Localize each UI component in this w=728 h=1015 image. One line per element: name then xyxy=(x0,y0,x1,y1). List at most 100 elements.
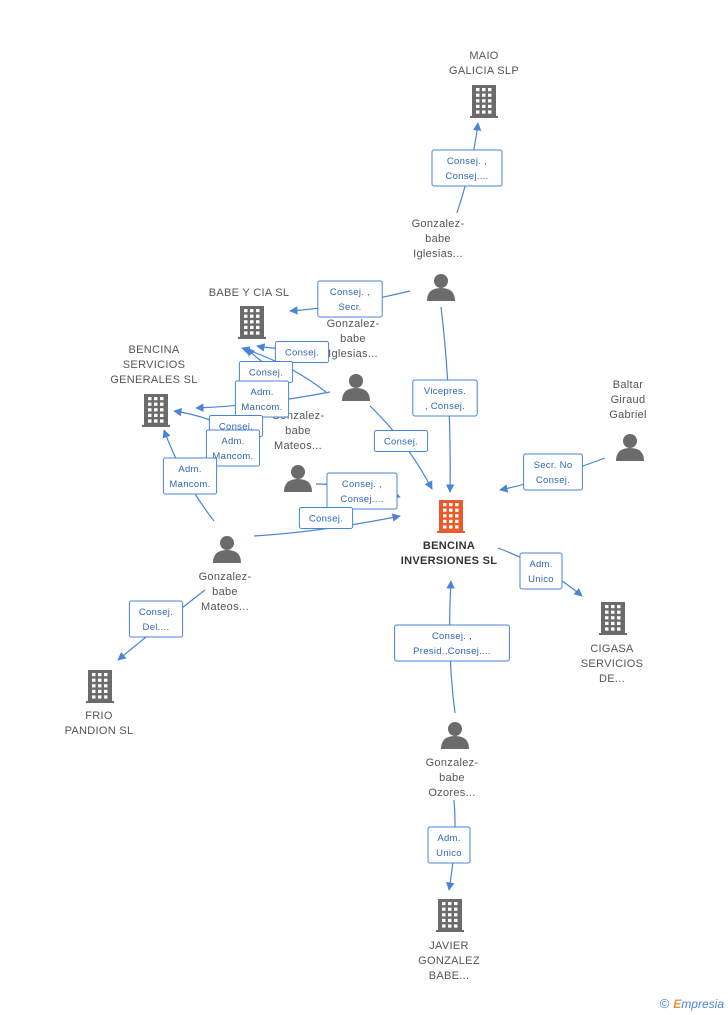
building-window xyxy=(611,616,615,620)
person-head xyxy=(291,465,305,479)
building-window xyxy=(455,519,459,523)
building-window xyxy=(482,88,486,92)
edge-label-text: Consej.... xyxy=(445,171,488,182)
node-label: Mateos... xyxy=(201,601,249,613)
edge-label-box xyxy=(317,280,383,318)
building-window xyxy=(617,616,621,620)
building-window xyxy=(476,104,480,108)
building-window xyxy=(442,907,446,911)
building-window xyxy=(154,413,158,417)
building-window xyxy=(488,104,492,108)
edge-label-text: Mancom. xyxy=(241,402,282,413)
person-node-p_ozores[interactable]: Gonzalez-babeOzores... xyxy=(426,722,479,799)
person-icon xyxy=(427,274,455,301)
node-label: Ozores... xyxy=(428,787,475,799)
node-label: babe xyxy=(212,586,238,598)
node-label: babe xyxy=(439,772,465,784)
edge-label[interactable]: Consej. ,Consej.... xyxy=(326,472,398,510)
building-base xyxy=(437,531,465,533)
company-node-javier[interactable]: JAVIERGONZALEZBABE... xyxy=(418,899,480,982)
edge-label[interactable]: Consej. xyxy=(373,430,429,452)
person-body xyxy=(284,479,312,492)
edge-label-text: Unico xyxy=(528,574,554,585)
edge-label[interactable]: Consej.Del.... xyxy=(128,600,184,638)
building-window xyxy=(482,99,486,103)
building-window xyxy=(160,408,164,412)
building-window xyxy=(443,519,447,523)
company-node-cigasa[interactable]: CIGASASERVICIOSDE... xyxy=(581,602,643,685)
edge-label[interactable]: Consej. xyxy=(274,341,330,363)
edge-label-text: Consej. , xyxy=(432,631,472,642)
building-window xyxy=(148,413,152,417)
node-label: SERVICIOS xyxy=(581,658,643,670)
edge-label[interactable]: Adm.Mancom. xyxy=(162,457,218,495)
person-icon xyxy=(342,374,370,401)
building-window xyxy=(154,419,158,423)
node-label: BABE Y CIA SL xyxy=(209,287,290,299)
building-window xyxy=(148,419,152,423)
edge-label-text: Consej. xyxy=(285,348,319,359)
edge-label[interactable]: Adm.Mancom. xyxy=(205,429,261,467)
building-window xyxy=(488,88,492,92)
building-window xyxy=(256,325,260,329)
edge-labels-layer: Consej. ,Consej....Consej. ,Secr.Vicepre… xyxy=(128,149,583,864)
edge-label[interactable]: Consej. xyxy=(298,507,354,529)
node-label: MAIO xyxy=(469,50,498,62)
node-label: SERVICIOS xyxy=(123,359,185,371)
building-window xyxy=(448,918,452,922)
edge-label-text: Adm. xyxy=(178,464,201,475)
edge-label-text: Presid.,Consej.... xyxy=(413,646,491,657)
edge-label[interactable]: Adm.Unico xyxy=(519,552,563,590)
edge-label[interactable]: Adm.Mancom. xyxy=(234,380,290,418)
building-window xyxy=(455,514,459,518)
person-node-p_mateos2[interactable]: Gonzalez-babeMateos... xyxy=(199,536,252,613)
building-window xyxy=(442,924,446,928)
building-window xyxy=(160,402,164,406)
edge-label-text: , Consej. xyxy=(425,401,465,412)
edge-label[interactable]: Adm.Unico xyxy=(427,826,471,864)
edge-label[interactable]: Consej. ,Secr. xyxy=(317,280,383,318)
building-base xyxy=(470,116,498,118)
building-window xyxy=(442,913,446,917)
building-window xyxy=(92,673,96,677)
person-node-p_mateos1[interactable]: Gonzalez-babeMateos... xyxy=(272,410,325,492)
edge-label-box xyxy=(427,826,471,864)
edge-label-box xyxy=(298,507,354,529)
edge-label-text: Consej. xyxy=(309,514,343,525)
edge-label-box xyxy=(274,341,330,363)
edge-label[interactable]: Consej. , Presid.,Consej.... xyxy=(394,624,510,662)
person-body xyxy=(427,288,455,301)
building-window xyxy=(488,99,492,103)
building-window xyxy=(154,408,158,412)
edge-label-text: Consej. xyxy=(249,368,283,379)
building-window xyxy=(605,621,609,625)
building-window xyxy=(488,110,492,114)
company-node-babe_cia[interactable]: BABE Y CIA SL xyxy=(209,287,290,339)
edge-label-text: Consej. xyxy=(536,475,570,486)
person-node-p_iglesias2[interactable]: Gonzalez-babeIglesias... xyxy=(327,318,380,401)
node-label: Gonzalez- xyxy=(426,757,479,769)
building-window xyxy=(250,309,254,313)
building-window xyxy=(449,508,453,512)
node-label: Iglesias... xyxy=(413,248,463,260)
edge-label[interactable]: Consej. xyxy=(238,361,294,383)
building-icon xyxy=(470,85,498,118)
building-window xyxy=(454,902,458,906)
edge-label[interactable]: Consej. ,Consej.... xyxy=(431,149,503,187)
edge-label[interactable]: Vicepres., Consej. xyxy=(412,379,478,417)
node-label: BABE... xyxy=(429,970,470,982)
person-body xyxy=(441,736,469,749)
person-node-p_iglesias1[interactable]: Gonzalez-babeIglesias... xyxy=(412,218,465,301)
building-window xyxy=(482,110,486,114)
building-window xyxy=(443,503,447,507)
building-icon xyxy=(436,899,464,932)
node-label: DE... xyxy=(599,673,625,685)
person-head xyxy=(434,274,448,288)
